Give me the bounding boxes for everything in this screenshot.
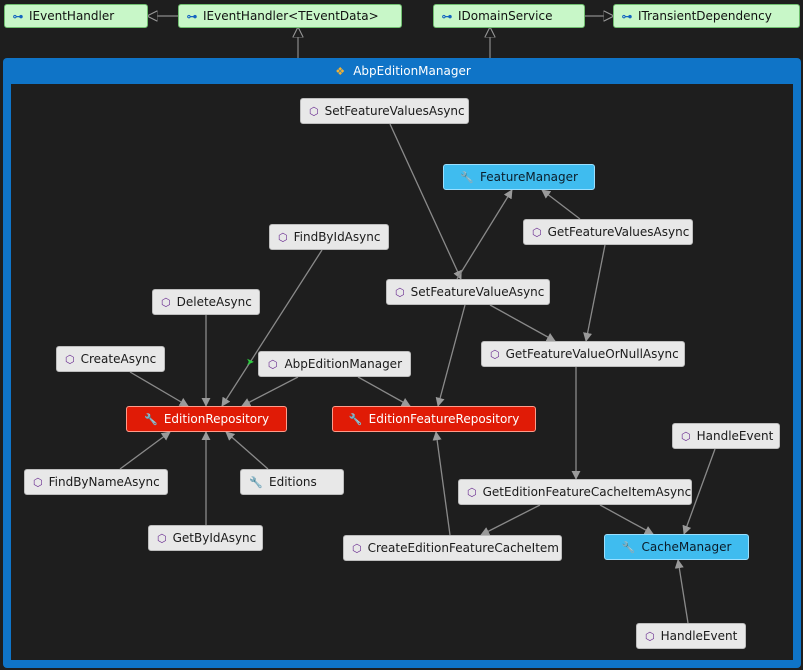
method-cube-icon: ⬡ (65, 352, 75, 366)
edge-setvalue-to-featurerepo (435, 304, 466, 407)
method-cube-icon: ⬡ (33, 475, 43, 489)
node-label: EditionFeatureRepository (368, 412, 520, 426)
edge-setvalues-to-setvalue (389, 123, 462, 280)
interface-icon: ⊶ (621, 9, 633, 23)
node-label: FindByIdAsync (293, 230, 381, 244)
constructor-marker-icon: ➤ (246, 357, 255, 368)
method-cube-icon: ⬡ (645, 629, 655, 643)
edge-create-to-repo (129, 371, 189, 407)
wrench-icon: 🔧 (249, 475, 263, 489)
edge-handleevent2-to-cachemanager (674, 559, 689, 624)
wrench-icon: 🔧 (621, 540, 636, 554)
method-cube-icon: ⬡ (352, 541, 362, 555)
set-feature-value-async-node[interactable]: ⬡ SetFeatureValueAsync (386, 279, 550, 305)
method-cube-icon: ⬡ (309, 104, 319, 118)
node-label: Editions (269, 475, 317, 489)
edge-cacheitemasync-to-create (480, 504, 541, 536)
edge-handleevent1-to-cachemanager (682, 448, 716, 535)
edge-setvalue-to-featuremanager (456, 189, 513, 280)
method-cube-icon: ⬡ (157, 531, 167, 545)
node-label: GetEditionFeatureCacheItemAsync (482, 485, 692, 499)
ieventhandler-label: IEventHandler (29, 9, 115, 23)
container-header[interactable]: ❖ AbpEditionManager (3, 58, 801, 84)
get-feature-values-async-node[interactable]: ⬡ GetFeatureValuesAsync (523, 219, 693, 245)
container-title: AbpEditionManager (353, 64, 471, 78)
itransientdependency-label: ITransientDependency (638, 9, 772, 23)
method-cube-icon: ⬡ (161, 295, 171, 309)
wrench-icon: 🔧 (143, 412, 158, 426)
node-label: HandleEvent (660, 629, 738, 643)
node-label: AbpEditionManager (284, 357, 402, 371)
edge-setvalue-to-getornull (489, 304, 556, 342)
edge-editions-to-repo (225, 431, 269, 470)
get-feature-value-or-null-async-node[interactable]: ⬡ GetFeatureValueOrNullAsync (481, 341, 685, 367)
edge-getvalues-to-getornull (583, 244, 606, 342)
node-label: FeatureManager (480, 170, 578, 184)
editions-node[interactable]: 🔧 Editions (240, 469, 344, 495)
get-edition-feature-cache-item-async-node[interactable]: ⬡ GetEditionFeatureCacheItemAsync (458, 479, 692, 505)
itransientdependency-node[interactable]: ⊶ ITransientDependency (613, 4, 800, 28)
create-async-node[interactable]: ⬡ CreateAsync (56, 346, 165, 372)
edge-getvalues-to-featuremanager (541, 189, 581, 220)
ieventhandler-generic-node[interactable]: ⊶ IEventHandler<TEventData> (178, 4, 402, 28)
set-feature-values-async-node[interactable]: ⬡ SetFeatureValuesAsync (300, 98, 469, 124)
delete-async-node[interactable]: ⬡ DeleteAsync (152, 289, 260, 315)
edition-repository-node[interactable]: 🔧 EditionRepository (126, 406, 287, 432)
edge-findbyname-to-repo (119, 431, 171, 470)
cache-manager-node[interactable]: 🔧 CacheManager (604, 534, 749, 560)
node-label: GetByIdAsync (172, 531, 257, 545)
interface-icon: ⊶ (441, 9, 453, 23)
edge-findbyid-to-repo (221, 249, 323, 407)
edge-cacheitemasync-to-cachemanager (599, 504, 654, 535)
edge-ctor-to-featurerepo (357, 376, 411, 407)
abp-edition-manager-ctor-node[interactable]: ⬡ AbpEditionManager (258, 351, 411, 377)
class-icon: ❖ (335, 64, 346, 78)
feature-manager-node[interactable]: 🔧 FeatureManager (443, 164, 595, 190)
create-edition-feature-cache-item-node[interactable]: ⬡ CreateEditionFeatureCacheItem (343, 535, 562, 561)
wrench-icon: 🔧 (460, 170, 474, 184)
interface-icon: ⊶ (12, 9, 24, 23)
method-cube-icon: ⬡ (532, 225, 542, 239)
find-by-name-async-node[interactable]: ⬡ FindByNameAsync (24, 469, 168, 495)
node-label: CreateAsync (80, 352, 157, 366)
node-label: SetFeatureValuesAsync (324, 104, 465, 118)
ieventhandler-node[interactable]: ⊶ IEventHandler (4, 4, 148, 28)
edition-feature-repository-node[interactable]: 🔧 EditionFeatureRepository (332, 406, 536, 432)
node-label: CacheManager (641, 540, 732, 554)
handle-event-node-1[interactable]: ⬡ HandleEvent (672, 423, 780, 449)
method-cube-icon: ⬡ (681, 429, 691, 443)
node-label: SetFeatureValueAsync (410, 285, 545, 299)
node-label: CreateEditionFeatureCacheItem (367, 541, 559, 555)
method-cube-icon: ⬡ (395, 285, 405, 299)
node-label: HandleEvent (696, 429, 774, 443)
method-cube-icon: ⬡ (490, 347, 500, 361)
node-label: FindByNameAsync (48, 475, 160, 489)
node-label: GetFeatureValuesAsync (547, 225, 690, 239)
handle-event-node-2[interactable]: ⬡ HandleEvent (636, 623, 746, 649)
find-by-id-async-node[interactable]: ⬡ FindByIdAsync (269, 224, 389, 250)
idomainservice-label: IDomainService (458, 9, 553, 23)
method-cube-icon: ⬡ (467, 485, 477, 499)
method-cube-icon: ⬡ (278, 230, 288, 244)
idomainservice-node[interactable]: ⊶ IDomainService (433, 4, 585, 28)
edge-create-to-featurerepo (432, 431, 451, 536)
wrench-icon: 🔧 (348, 412, 363, 426)
node-label: DeleteAsync (176, 295, 252, 309)
edge-ctor-to-repo (241, 376, 299, 407)
get-by-id-async-node[interactable]: ⬡ GetByIdAsync (148, 525, 263, 551)
interface-icon: ⊶ (186, 9, 198, 23)
node-label: EditionRepository (163, 412, 270, 426)
method-cube-icon: ⬡ (267, 357, 278, 371)
ieventhandler-generic-label: IEventHandler<TEventData> (203, 9, 379, 23)
node-label: GetFeatureValueOrNullAsync (505, 347, 679, 361)
